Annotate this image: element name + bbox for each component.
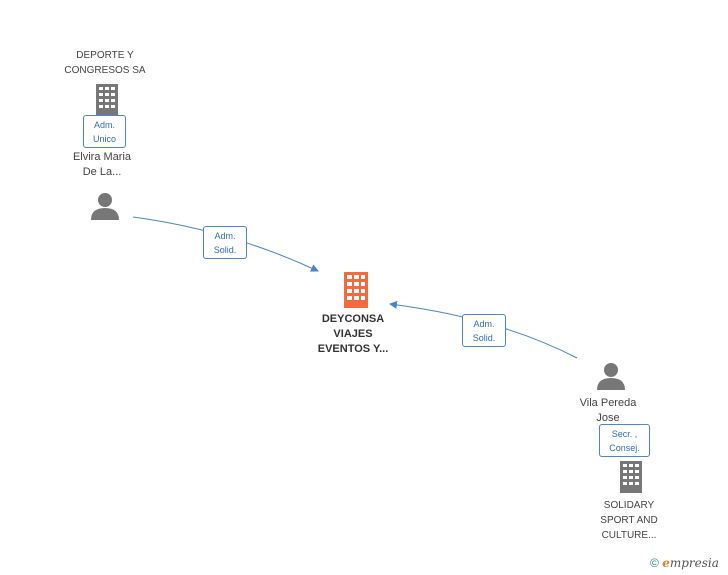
badge-adm-unico: Adm. Unico xyxy=(83,115,126,148)
badge-adm-solid-right: Adm. Solid. xyxy=(462,314,506,347)
building-icon-center[interactable] xyxy=(341,272,371,308)
badge-adm-solid-left: Adm. Solid. xyxy=(203,226,247,259)
building-icon[interactable] xyxy=(618,461,644,493)
footer-brand: © empresia xyxy=(650,556,719,570)
node-deyconsa-label[interactable]: DEYCONSA VIAJES EVENTOS Y... xyxy=(317,313,389,355)
badge-secr-consej: Secr. , Consej. xyxy=(599,424,650,457)
building-icon[interactable] xyxy=(94,84,120,116)
person-icon[interactable] xyxy=(596,362,626,390)
node-deporte-label[interactable]: DEPORTE Y CONGRESOS SA xyxy=(64,50,146,76)
copyright-icon: © xyxy=(650,556,659,570)
person-icon[interactable] xyxy=(90,192,120,220)
brand-logo: empresia xyxy=(662,556,719,570)
node-solidary-label[interactable]: SOLIDARY SPORT AND CULTURE... xyxy=(600,500,658,541)
